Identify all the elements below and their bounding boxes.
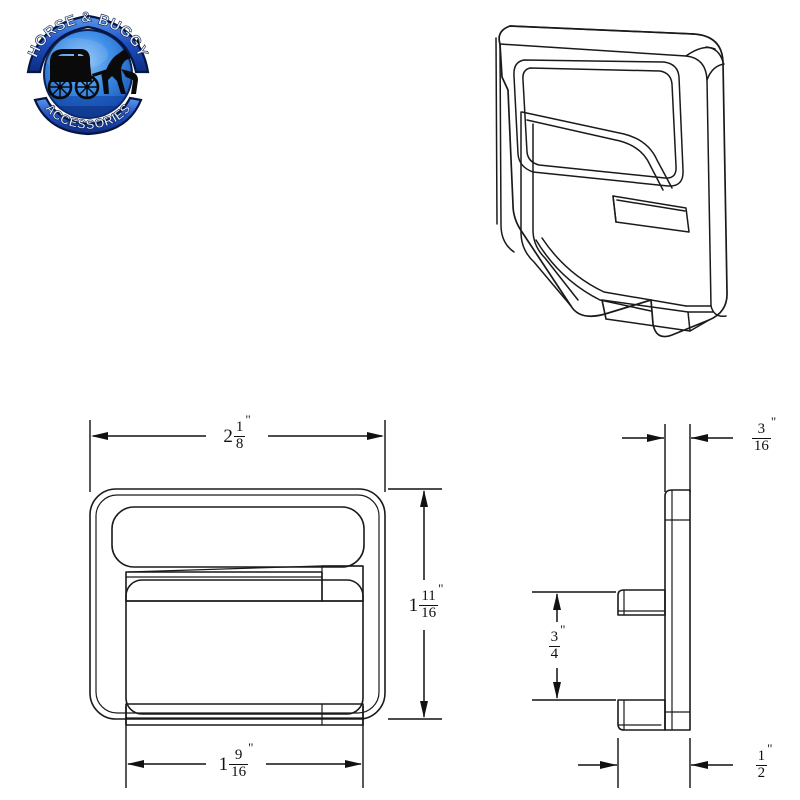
dimension-tab-depth-label: 1 2 " [738, 741, 790, 787]
dimension-plate-thickness-unit: " [770, 414, 777, 429]
dimension-tab-depth-denominator: 2 [755, 764, 768, 781]
dimension-inner-width-unit: " [248, 740, 254, 755]
dimension-tab-spacing-denominator: 4 [548, 645, 561, 662]
dimension-tab-spacing-label: 3 4 " [531, 622, 583, 668]
dimension-inner-width-numerator: 9 [234, 747, 243, 764]
dimension-width-label: 2 1 8 " [206, 412, 268, 458]
dimension-height-numerator: 11 [421, 588, 436, 605]
dimension-plate-thickness-numerator: 3 [757, 421, 766, 438]
dimension-height-unit: " [438, 581, 444, 596]
dimension-tab-spacing-unit: " [560, 622, 566, 637]
dimension-width-denominator: 8 [233, 435, 246, 452]
dimension-tab-depth-fraction: 1 2 [755, 748, 768, 781]
dimension-inner-width-denominator: 16 [229, 763, 249, 780]
dimension-tab-spacing-fraction: 3 4 [548, 629, 561, 662]
front-view [89, 488, 386, 726]
dimension-plate-thickness [622, 424, 733, 492]
dimension-width-whole: 2 [223, 425, 233, 447]
dimension-height-label: 1 11 16 " [394, 581, 458, 627]
dimension-tab-depth [578, 738, 733, 788]
dimension-inner-width [125, 706, 364, 788]
dimension-width-unit: " [245, 412, 251, 427]
dimension-inner-width-fraction: 9 16 [229, 747, 249, 780]
dimension-height-denominator: 16 [419, 604, 439, 621]
dimension-width-numerator: 1 [235, 419, 244, 436]
logo-bottom-banner [33, 96, 143, 136]
dimension-inner-width-label: 1 9 16 " [205, 740, 267, 786]
dimension-tab-depth-numerator: 1 [757, 748, 766, 765]
horse-and-buggy-accessories-logo: HORSE & BUGGY ACCESSORIES [24, 8, 151, 136]
dimension-width-fraction: 1 8 [233, 419, 246, 452]
dimension-plate-thickness-fraction: 3 16 [751, 421, 771, 454]
side-view [617, 489, 691, 731]
dimension-tab-depth-unit: " [767, 741, 773, 756]
dimension-height [388, 488, 442, 720]
logo-top-banner [26, 14, 150, 74]
dimension-plate-thickness-label: 3 16 " [738, 414, 790, 460]
dimension-width [89, 420, 386, 492]
dimension-plate-thickness-denominator: 16 [751, 437, 771, 454]
dimension-height-fraction: 11 16 [419, 588, 439, 621]
dimension-height-whole: 1 [408, 594, 419, 616]
dimension-tab-spacing [532, 591, 616, 701]
dimension-tab-spacing-numerator: 3 [550, 629, 559, 646]
dimension-inner-width-whole: 1 [218, 753, 229, 775]
logo-buggy-horse-silhouette [47, 38, 145, 100]
isometric-view [495, 25, 728, 338]
